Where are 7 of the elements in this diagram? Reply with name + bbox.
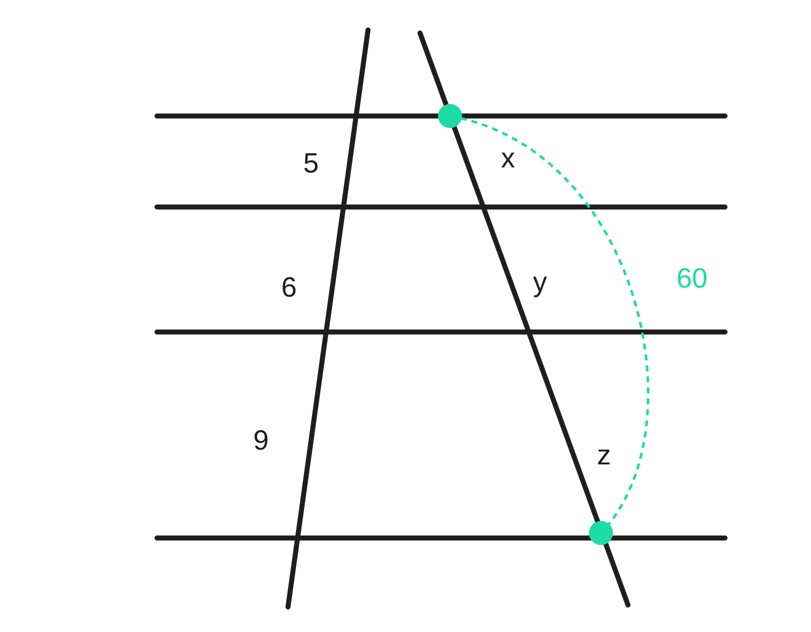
length-label: 60 — [678, 268, 706, 288]
segment-label: x — [501, 152, 515, 168]
segment-label: z — [598, 450, 610, 464]
segment-label: y — [533, 276, 547, 298]
segment-label: 6 — [282, 277, 296, 297]
segment-label: 9 — [254, 430, 268, 450]
segment-label: 5 — [304, 153, 318, 173]
